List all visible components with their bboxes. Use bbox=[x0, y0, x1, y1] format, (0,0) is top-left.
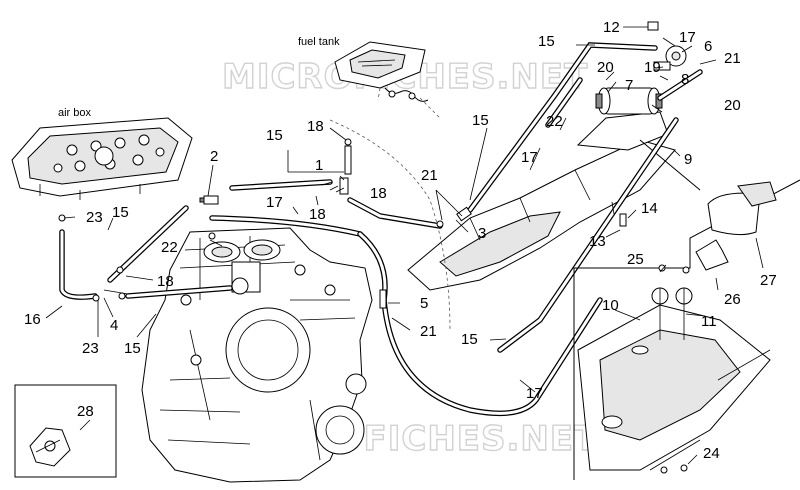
callout-18a: 18 bbox=[307, 118, 324, 135]
fittings bbox=[58, 138, 627, 309]
callout-7: 7 bbox=[625, 77, 633, 94]
detail-inset bbox=[573, 179, 800, 480]
callout-10: 10 bbox=[602, 297, 619, 314]
callout-17c: 17 bbox=[266, 194, 283, 211]
fuel-tank-pump-flange bbox=[334, 41, 441, 119]
callout-20b: 20 bbox=[724, 97, 741, 114]
callout-labels: 12 17 6 21 19 8 20 7 20 9 15 15 22 17 14… bbox=[24, 19, 777, 462]
callout-21: 21 bbox=[724, 50, 741, 67]
callout-15e: 15 bbox=[112, 204, 129, 221]
leader-lines bbox=[45, 26, 764, 465]
pressure-regulator bbox=[647, 21, 687, 71]
callout-23b: 23 bbox=[82, 340, 99, 357]
fuel-hoses bbox=[59, 42, 703, 417]
engine-block bbox=[141, 227, 373, 483]
callout-16: 16 bbox=[24, 311, 41, 328]
callout-3: 3 bbox=[478, 225, 486, 242]
callout-26: 26 bbox=[724, 291, 741, 308]
callout-18c: 18 bbox=[309, 206, 326, 223]
callout-20: 20 bbox=[597, 59, 614, 76]
callout-9: 9 bbox=[684, 151, 692, 168]
callout-22a: 22 bbox=[546, 113, 563, 130]
callout-12: 12 bbox=[603, 19, 620, 36]
callout-23a: 23 bbox=[86, 209, 103, 226]
callout-11: 11 bbox=[701, 313, 717, 330]
callout-15f: 15 bbox=[124, 340, 141, 357]
callout-22b: 22 bbox=[161, 239, 178, 256]
callout-18: 17 bbox=[679, 29, 696, 46]
callout-21b: 21 bbox=[420, 323, 437, 340]
callout-18b: 18 bbox=[370, 185, 387, 202]
callout-24: 24 bbox=[703, 445, 720, 462]
rear-frame bbox=[407, 111, 701, 291]
callout-18d: 18 bbox=[157, 273, 174, 290]
callout-15d: 15 bbox=[266, 127, 283, 144]
callout-5: 5 bbox=[420, 295, 428, 312]
callout-15b: 15 bbox=[472, 112, 489, 129]
callout-8: 8 bbox=[681, 71, 689, 88]
callout-6: 6 bbox=[704, 38, 712, 55]
callout-25: 25 bbox=[627, 251, 644, 268]
air-box-cover bbox=[11, 117, 193, 200]
callout-17b: 17 bbox=[526, 385, 543, 402]
callout-15a: 15 bbox=[538, 33, 555, 50]
fuel-filter bbox=[595, 87, 663, 115]
callout-19: 19 bbox=[644, 59, 661, 76]
callout-15c: 15 bbox=[461, 331, 478, 348]
callout-27: 27 bbox=[760, 272, 777, 289]
callout-17a: 17 bbox=[521, 149, 538, 166]
callout-2: 2 bbox=[210, 148, 218, 165]
caption-fuel-tank: fuel tank bbox=[298, 36, 340, 48]
callout-13: 13 bbox=[589, 233, 606, 250]
caption-air-box: air box bbox=[58, 107, 92, 119]
callout-21a: 21 bbox=[421, 167, 438, 184]
clip-inset bbox=[14, 384, 117, 478]
callout-28: 28 bbox=[77, 403, 94, 420]
callout-1: 1 bbox=[315, 157, 323, 174]
callout-4: 4 bbox=[110, 317, 118, 334]
callout-14: 14 bbox=[641, 200, 658, 217]
